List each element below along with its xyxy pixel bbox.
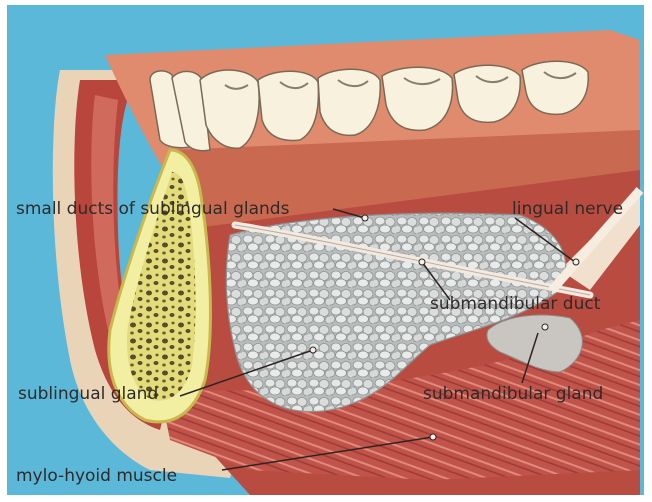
label-sublingual-gland: sublingual gland (18, 384, 158, 404)
label-lingual-nerve: lingual nerve (512, 199, 623, 219)
label-mylohyoid-muscle: mylo-hyoid muscle (16, 466, 177, 486)
label-submandibular-gland: submandibular gland (423, 384, 603, 404)
label-submandibular-duct: submandibular duct (430, 294, 600, 314)
label-small-ducts: small ducts of sublingual glands (16, 199, 289, 219)
